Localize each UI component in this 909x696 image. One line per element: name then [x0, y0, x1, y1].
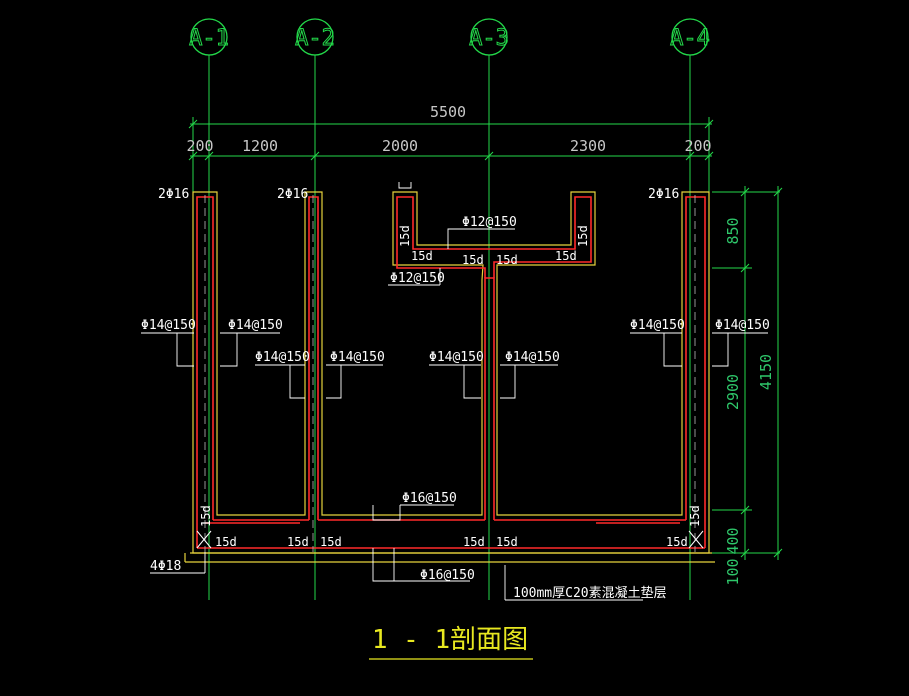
rebar-label-wall-a2-left: Φ14@150	[255, 350, 310, 365]
right-dimension-total: 4150	[757, 354, 775, 390]
anchor-label: 15d	[287, 535, 309, 549]
anchor-label: 15d	[666, 535, 688, 549]
anchor-label: 15d	[496, 535, 518, 549]
top-dimension-lines	[188, 117, 714, 192]
right-dimension-1: 850	[724, 217, 742, 244]
rebar-label-base-corner: 4Φ18	[150, 559, 181, 574]
anchor-label: 15d	[463, 535, 485, 549]
concrete-outline	[184, 191, 715, 563]
span-dimension-1: 200	[186, 137, 213, 155]
span-dimension-2: 1200	[242, 137, 278, 155]
rebar-label-base-bottom: Φ16@150	[420, 568, 475, 583]
drawing-title: 1 - 1剖面图	[372, 625, 528, 655]
anchor-label: 15d	[576, 225, 590, 247]
rebar-label-top-a4: 2Φ16	[648, 187, 679, 202]
span-dimension-5: 200	[684, 137, 711, 155]
right-dimension-lines	[712, 186, 783, 560]
rebar-label-wall-a4-in: Φ14@150	[630, 318, 685, 333]
rebar-label-wall-a4-out: Φ14@150	[715, 318, 770, 333]
rebar-label-wall-a3-left: Φ14@150	[429, 350, 484, 365]
axis-bubble-a4[interactable]: A-4	[670, 18, 710, 56]
anchor-label: 15d	[555, 249, 577, 263]
bedding-label: 100mm厚C20素混凝土垫层	[513, 585, 667, 601]
rebar-label-slab-bottom: Φ12@150	[390, 271, 445, 286]
rebar-label-wall-a2-right: Φ14@150	[330, 350, 385, 365]
axis-bubble-a3[interactable]: A-3	[469, 18, 509, 56]
axis-bubble-a2[interactable]: A-2	[295, 18, 335, 56]
rebar-label-wall-a1-out: Φ14@150	[141, 318, 196, 333]
anchor-label: 15d	[199, 505, 213, 527]
axis-label-a1: A-1	[189, 26, 229, 51]
anchor-label: 15d	[215, 535, 237, 549]
right-dimension-2: 2900	[724, 374, 742, 410]
overall-dimension: 5500	[430, 103, 466, 121]
rebar-label-base-top: Φ16@150	[402, 491, 457, 506]
anchor-label: 15d	[398, 225, 412, 247]
rebar-label-slab-top: Φ12@150	[462, 215, 517, 230]
rebar-label-wall-a1-in: Φ14@150	[228, 318, 283, 333]
anchor-label: 15d	[411, 249, 433, 263]
rebar-label-top-a2: 2Φ16	[277, 187, 308, 202]
right-dimension-4: 400	[724, 527, 742, 554]
axis-lines	[208, 55, 691, 600]
anchor-label: 15d	[462, 253, 484, 267]
wall-centerlines	[204, 195, 696, 552]
right-dimension-3: 100	[724, 558, 742, 585]
axis-label-a2: A-2	[295, 26, 335, 51]
axis-label-a3: A-3	[469, 26, 509, 51]
leader-lines	[141, 182, 768, 601]
span-dimension-4: 2300	[570, 137, 606, 155]
axis-bubble-a1[interactable]: A-1	[189, 18, 229, 56]
axis-label-a4: A-4	[670, 26, 710, 51]
span-dimension-3: 2000	[382, 137, 418, 155]
rebar-label-wall-a3-right: Φ14@150	[505, 350, 560, 365]
anchor-label: 15d	[320, 535, 342, 549]
corner-bar-marks	[196, 530, 704, 549]
anchor-label: 15d	[688, 505, 702, 527]
anchor-label: 15d	[496, 253, 518, 267]
rebar-label-top-a1: 2Φ16	[158, 187, 189, 202]
